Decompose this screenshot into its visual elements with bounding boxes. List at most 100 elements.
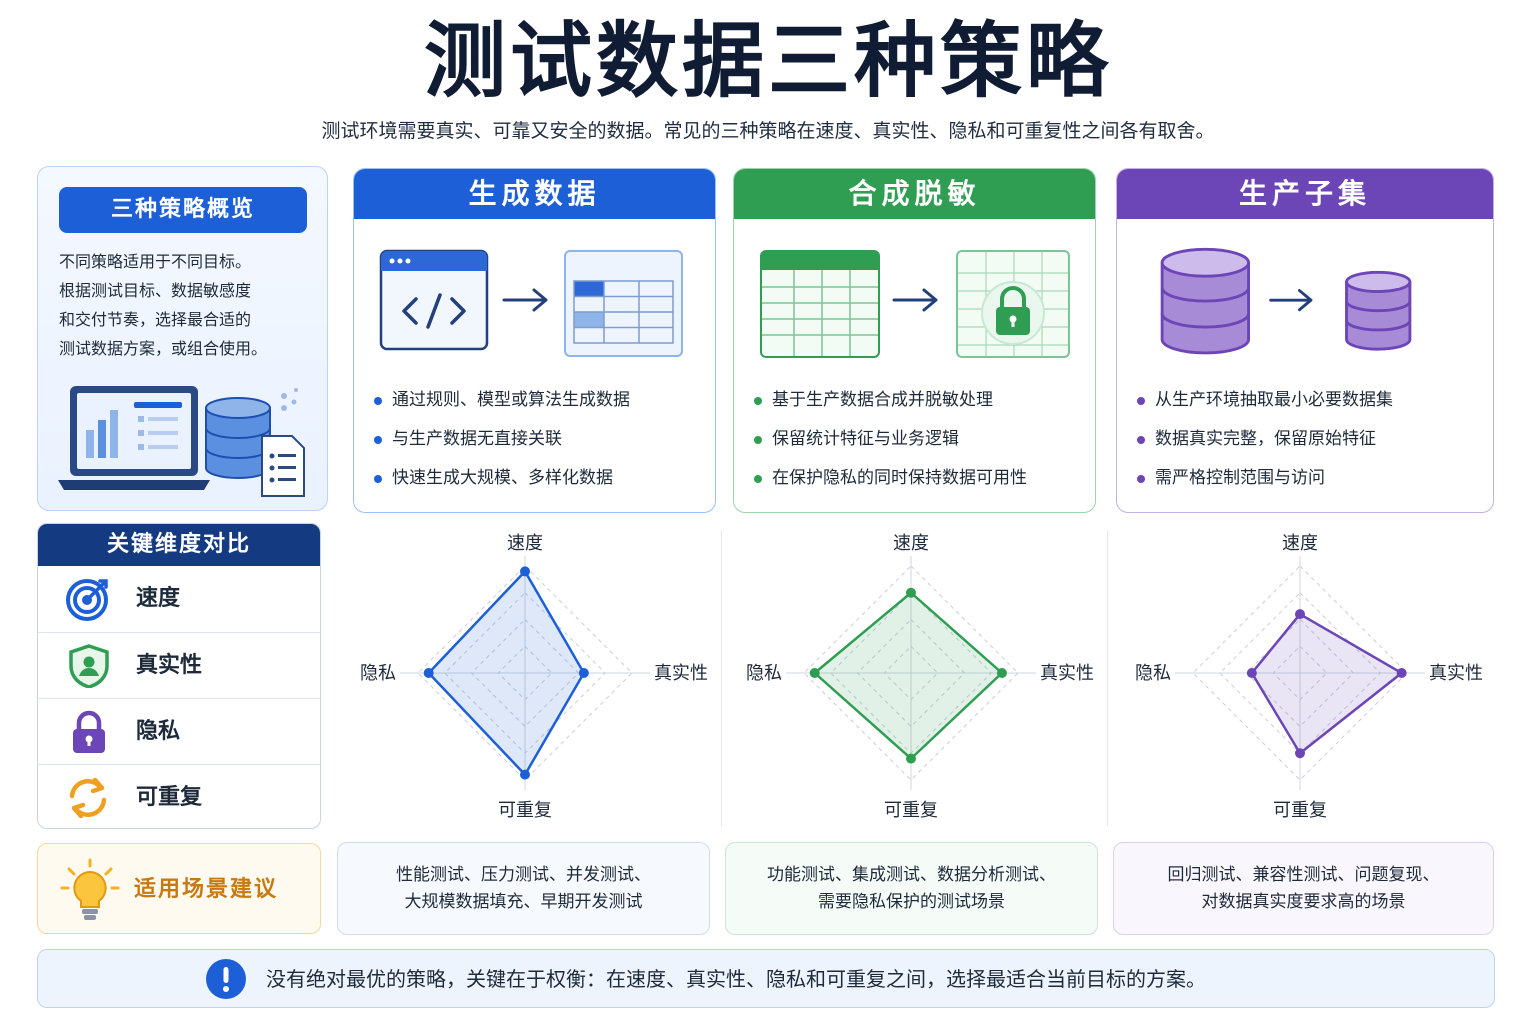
radar-divider	[721, 530, 722, 826]
lightbulb-icon	[60, 858, 120, 920]
footer-text: 没有绝对最优的策略，关键在于权衡：在速度、真实性、隐私和可重复之间，选择最适合当…	[266, 967, 1206, 991]
page-title: 测试数据三种策略	[423, 14, 1112, 109]
radar-axis-label: 真实性	[654, 663, 708, 684]
radar-point-privacy	[423, 668, 434, 678]
page-subtitle: 测试环境需要真实、可靠又安全的数据。常见的三种策略在速度、真实性、隐私和可重复性…	[321, 120, 1215, 142]
strategy-bullet: 在保护隐私的同时保持数据可用性	[754, 459, 1027, 498]
radar-point-privacy	[1246, 668, 1257, 678]
radar-point-repeatable	[520, 769, 530, 780]
dimension-row-speed: 速度	[38, 566, 320, 632]
radar-axis-label: 速度	[507, 533, 543, 554]
radar-grid	[417, 565, 633, 781]
strategy-bullet: 保留统计特征与业务逻辑	[754, 420, 1027, 459]
radar-point-repeatable	[1295, 748, 1305, 759]
overview-line: 和交付节奏，选择最合适的	[59, 310, 252, 329]
use-case-generated: 性能测试、压力测试、并发测试、 大规模数据填充、早期开发测试	[337, 842, 710, 935]
target-icon	[66, 579, 108, 621]
strategy-bullet: 基于生产数据合成并脱敏处理	[754, 381, 1027, 420]
use-case-subset: 回归测试、兼容性测试、问题复现、 对数据真实度要求高的场景	[1113, 842, 1494, 935]
dimension-label: 可重复	[136, 785, 203, 810]
radar-series-area	[1250, 612, 1403, 755]
overview-card: 三种策略概览 不同策略适用于不同目标。 根据测试目标、数据敏感度 和交付节奏，选…	[37, 166, 328, 511]
use-case-line: 功能测试、集成测试、数据分析测试、	[767, 864, 1056, 885]
radar-point-realism	[578, 668, 589, 678]
use-case-line: 对数据真实度要求高的场景	[1201, 891, 1406, 912]
overview-illustration	[58, 386, 305, 497]
strategy-bullets: 通过规则、模型或算法生成数据 与生产数据无直接关联 快速生成大规模、多样化数据	[374, 381, 630, 498]
radar-divider	[1107, 530, 1108, 826]
large-database-icon	[1160, 247, 1251, 355]
footer-note: 没有绝对最优的策略，关键在于权衡：在速度、真实性、隐私和可重复之间，选择最适合当…	[37, 949, 1495, 1008]
use-case-line: 性能测试、压力测试、并发测试、	[396, 864, 651, 885]
radar-axis-label: 真实性	[1040, 663, 1094, 684]
radar-chart-masked: 速度真实性可重复 隐私	[731, 525, 1096, 825]
padlock-icon	[73, 710, 105, 753]
radar-axis-label: 可重复	[498, 800, 552, 821]
strategy-bullet: 需严格控制范围与访问	[1137, 459, 1393, 498]
strategy-card-generated: 生成数据 通过规则、模型或算法生成数据 与生产数据无直接关联 快速生成大规模、多…	[353, 168, 716, 513]
table-grid-icon	[564, 250, 683, 357]
radar-point-speed	[906, 587, 916, 598]
dimension-label: 真实性	[136, 653, 203, 678]
laptop-chart-icon	[58, 386, 210, 490]
use-case-masked: 功能测试、集成测试、数据分析测试、 需要隐私保护的测试场景	[725, 842, 1098, 935]
strategy-title: 生产子集	[1117, 169, 1493, 219]
strategy-card-masked: 合成脱敏 基于生产数据合成并脱敏处理 保留统计特征与业务逻辑 在保护隐私的同时保…	[733, 168, 1096, 513]
database-icon	[205, 397, 271, 479]
shield-user-icon	[69, 644, 109, 688]
dots-decoration	[281, 388, 298, 411]
dimension-heading: 关键维度对比	[38, 524, 320, 566]
small-database-icon	[1345, 270, 1412, 351]
radar-point-realism	[996, 668, 1007, 678]
radar-chart-generated: 速度真实性可重复 隐私	[345, 525, 710, 825]
strategy-illustration	[760, 250, 1070, 358]
strategy-bullet: 从生产环境抽取最小必要数据集	[1137, 381, 1393, 420]
strategy-illustration	[379, 249, 683, 357]
locked-spreadsheet-icon	[956, 250, 1070, 358]
strategy-illustration	[1160, 247, 1412, 355]
radar-point-realism	[1396, 668, 1407, 678]
arrow-right-icon	[1269, 289, 1313, 312]
overview-line: 不同策略适用于不同目标。	[59, 252, 252, 271]
radar-axis-label: 速度	[1282, 533, 1318, 554]
radar-grid	[470, 618, 580, 728]
document-icon	[261, 435, 305, 497]
strategy-title: 合成脱敏	[734, 169, 1095, 219]
refresh-icon	[69, 777, 107, 819]
radar-grid	[1192, 565, 1408, 781]
scenario-card: 适用场景建议	[37, 843, 321, 934]
strategy-bullet: 通过规则、模型或算法生成数据	[374, 381, 630, 420]
radar-grid	[803, 565, 1019, 781]
strategy-bullet: 快速生成大规模、多样化数据	[374, 459, 630, 498]
exclamation-icon	[206, 959, 246, 999]
radar-grid	[1245, 618, 1355, 728]
radar-axis-label: 速度	[893, 533, 929, 554]
use-case-line: 大规模数据填充、早期开发测试	[404, 891, 643, 912]
use-case-line: 回归测试、兼容性测试、问题复现、	[1167, 864, 1440, 885]
overview-line: 根据测试目标、数据敏感度	[59, 281, 252, 300]
dimension-label: 隐私	[136, 719, 181, 744]
scenario-label: 适用场景建议	[134, 877, 279, 902]
strategy-bullets: 从生产环境抽取最小必要数据集 数据真实完整，保留原始特征 需严格控制范围与访问	[1137, 381, 1393, 498]
dimension-row-repeatable: 可重复	[38, 764, 320, 828]
radar-axis-label: 可重复	[1273, 800, 1327, 821]
use-case-line: 需要隐私保护的测试场景	[818, 891, 1005, 912]
arrow-right-icon	[892, 288, 938, 312]
strategy-card-subset: 生产子集 从生产环境抽取最小必要数据集 数据真实完整，保留原始特征 需严格控制范…	[1116, 168, 1494, 513]
radar-axis-label: 隐私	[1135, 663, 1171, 684]
strategy-bullets: 基于生产数据合成并脱敏处理 保留统计特征与业务逻辑 在保护隐私的同时保持数据可用…	[754, 381, 1027, 498]
radar-axis-label: 真实性	[1429, 663, 1483, 684]
overview-line: 测试数据方案，或组合使用。	[59, 339, 268, 358]
radar-axis-label: 隐私	[746, 663, 782, 684]
code-window-icon	[379, 249, 489, 351]
radar-point-speed	[1295, 609, 1305, 620]
overview-heading: 三种策略概览	[59, 187, 307, 233]
radar-axis-label: 可重复	[884, 800, 938, 821]
radar-point-privacy	[809, 668, 820, 678]
strategy-title: 生成数据	[354, 169, 715, 219]
spreadsheet-icon	[760, 250, 880, 358]
radar-point-speed	[520, 566, 530, 577]
strategy-bullet: 数据真实完整，保留原始特征	[1137, 420, 1393, 459]
radar-axis-label: 隐私	[360, 663, 396, 684]
dimension-row-realism: 真实性	[38, 632, 320, 698]
